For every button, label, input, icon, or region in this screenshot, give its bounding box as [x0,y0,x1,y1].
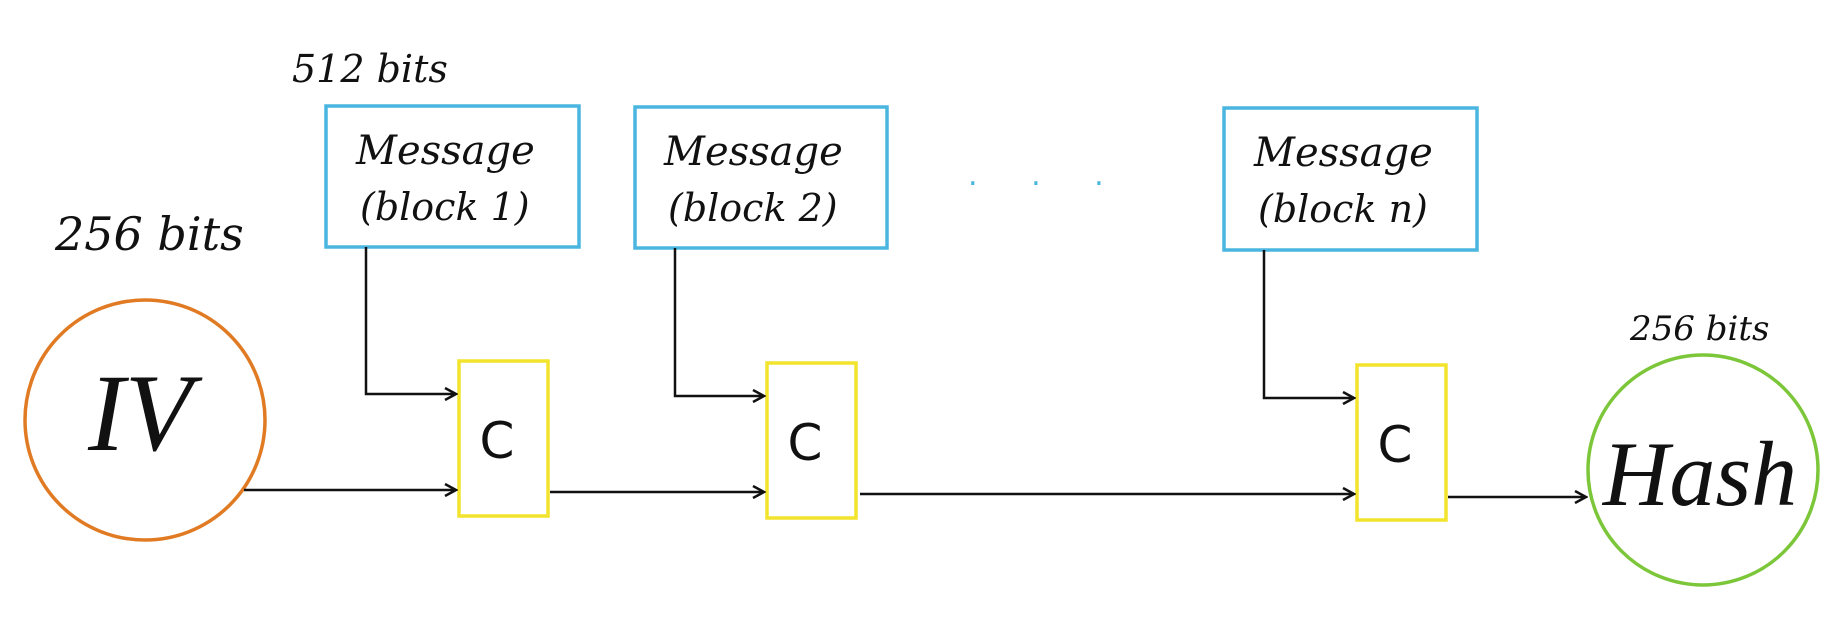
compress-box-1-label: C [480,412,515,470]
compress-box-1: C [457,359,550,518]
message-block-n-title: Message [1253,130,1433,176]
message-block-2: Message (block 2) [633,105,889,250]
message-block-2-title: Message [663,129,843,175]
compress-box-n: C [1355,363,1448,522]
iv-bits-label: 256 bits [54,207,244,261]
hash-circle: Hash [1586,353,1820,587]
message-bits-label: 512 bits [292,47,448,91]
ellipsis: . . . [968,158,1126,193]
compress-box-2-label: C [788,414,823,472]
compress-box-n-label: C [1378,416,1413,474]
hash-bits-label: 256 bits [1629,309,1769,349]
message-block-n-subtitle: (block n) [1258,187,1428,231]
message-block-1-subtitle: (block 1) [360,185,530,229]
message-block-n: Message (block n) [1222,106,1479,252]
message-block-2-subtitle: (block 2) [668,186,838,230]
hash-label: Hash [1602,423,1797,525]
arrow-message1-to-c1 [364,247,456,394]
arrow-message2-to-c2 [673,248,764,396]
arrow-messagen-to-cn [1262,250,1354,398]
iv-label: IV [87,352,203,474]
compress-box-2: C [765,361,858,520]
message-block-1-title: Message [355,128,535,174]
message-block-1: Message (block 1) [324,104,581,249]
iv-circle: IV [23,298,267,542]
